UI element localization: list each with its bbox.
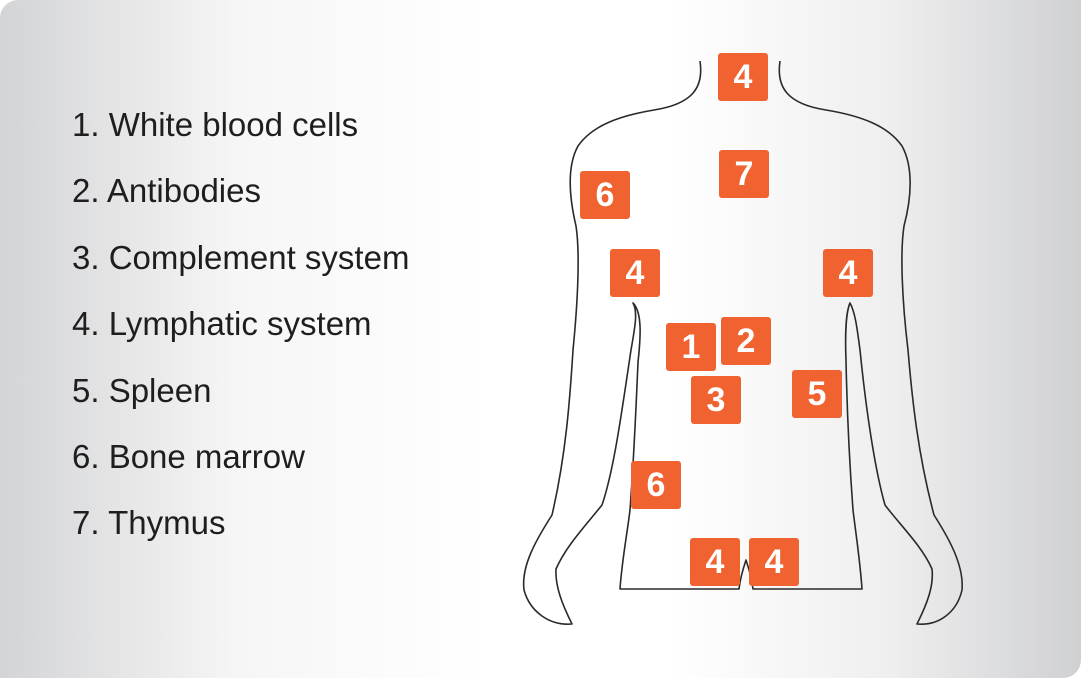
marker-armpit-right: 4 [823,249,873,297]
marker-hip-left: 6 [631,461,681,509]
marker-abdomen-a: 1 [666,323,716,371]
marker-abdomen-c: 3 [691,376,741,424]
marker-chest-center: 7 [719,150,769,198]
torso-outline [522,60,963,625]
marker-abdomen-right: 5 [792,370,842,418]
legend-item-bone-marrow: 6. Bone marrow [72,437,305,475]
marker-groin-left: 4 [690,538,740,586]
marker-groin-right: 4 [749,538,799,586]
marker-armpit-left: 4 [610,249,660,297]
marker-neck: 4 [718,53,768,101]
marker-abdomen-b: 2 [721,317,771,365]
legend-item-antibodies: 2. Antibodies [72,172,261,210]
marker-shoulder-left: 6 [580,171,630,219]
legend-item-thymus: 7. Thymus [72,504,226,542]
legend-list: 1. White blood cells 2. Antibodies 3. Co… [72,98,409,563]
legend-item-complement-system: 3. Complement system [72,238,410,276]
legend-item-spleen: 5. Spleen [72,371,212,409]
legend-item-white-blood-cells: 1. White blood cells [72,106,359,143]
legend-item-lymphatic-system: 4. Lymphatic system [72,305,372,343]
